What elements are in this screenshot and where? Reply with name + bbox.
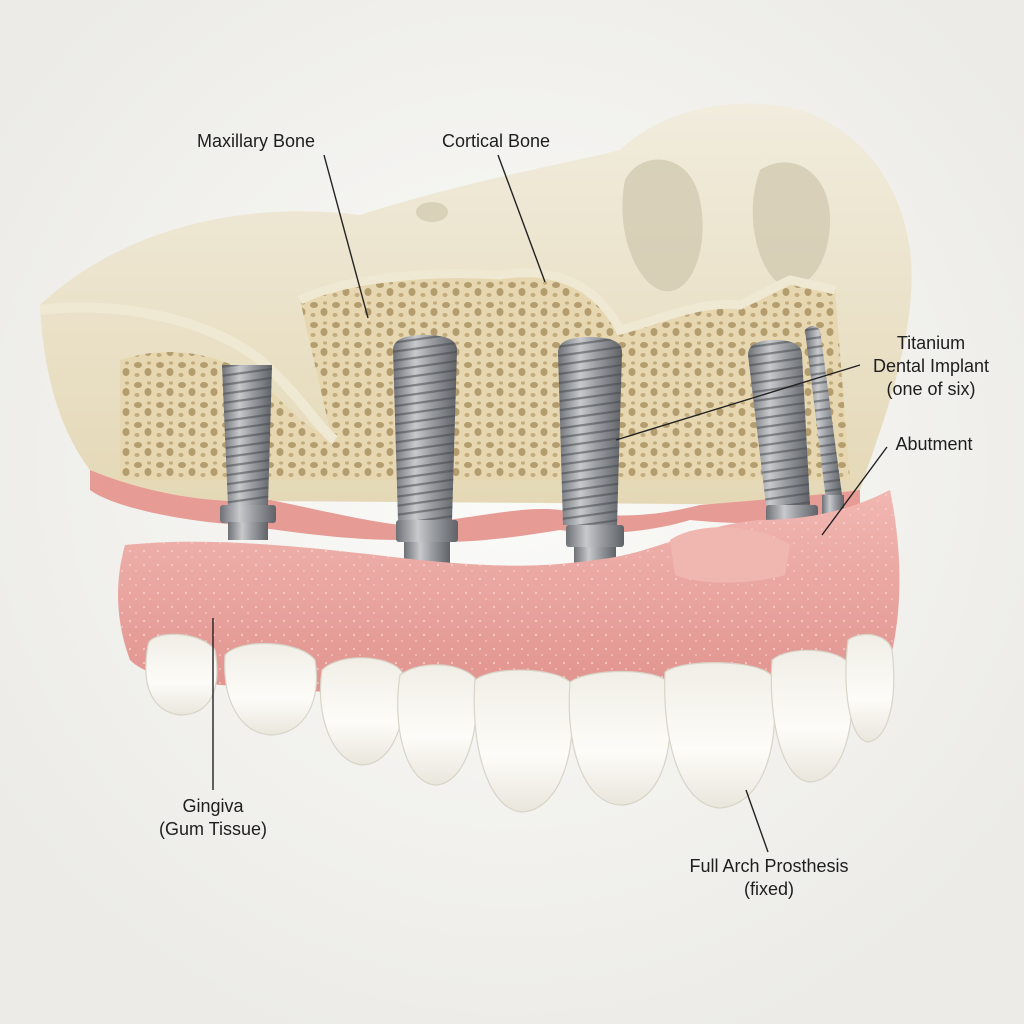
label-abutment: Abutment: [874, 433, 994, 456]
teeth-row: [145, 633, 895, 813]
tooth: [319, 657, 405, 766]
nasal-cavity: [622, 159, 703, 292]
abutment-window: [670, 527, 790, 583]
leader-implant: [615, 364, 861, 441]
foramen: [416, 202, 448, 222]
cortical-bone-rim: [297, 268, 836, 336]
tooth: [145, 633, 218, 716]
tooth: [224, 642, 318, 736]
tooth: [845, 633, 895, 743]
sinus-cavity: [752, 162, 830, 287]
label-prosthesis: Full Arch Prosthesis (fixed): [672, 855, 866, 901]
tooth: [473, 669, 574, 813]
cancellous-bone: [120, 272, 850, 480]
label-cortical-bone-text: Cortical Bone: [441, 131, 551, 151]
label-implant-line-2: Dental Implant: [872, 356, 990, 376]
label-maxillary-bone: Maxillary Bone: [180, 130, 332, 153]
tooth: [664, 662, 776, 809]
leader-lines: [212, 154, 888, 853]
label-implant: Titanium Dental Implant (one of six): [858, 332, 1004, 401]
leader-maxillary-bone: [323, 154, 369, 319]
implant-3: [558, 337, 624, 581]
label-implant-line-1: Titanium: [896, 333, 966, 353]
label-implant-line-3: (one of six): [886, 379, 976, 399]
gingiva-upper: [90, 470, 860, 542]
label-maxillary-bone-text: Maxillary Bone: [196, 131, 316, 151]
cortical-shelf: [39, 302, 339, 445]
tooth: [397, 664, 478, 786]
implant-1: [220, 365, 276, 540]
label-cortical-bone: Cortical Bone: [425, 130, 567, 153]
implant-2: [393, 335, 458, 568]
label-prosthesis-line-1: Full Arch Prosthesis: [689, 856, 849, 876]
label-prosthesis-line-2: (fixed): [743, 879, 794, 899]
leader-cortical-bone: [497, 154, 546, 283]
label-gingiva: Gingiva (Gum Tissue): [148, 795, 278, 841]
leader-prosthesis: [745, 789, 769, 853]
tooth: [568, 670, 672, 806]
tooth: [770, 649, 853, 783]
label-gingiva-line-2: (Gum Tissue): [158, 819, 268, 839]
label-abutment-text: Abutment: [895, 434, 973, 454]
label-gingiva-line-1: Gingiva: [182, 796, 244, 816]
leader-abutment: [821, 446, 888, 536]
